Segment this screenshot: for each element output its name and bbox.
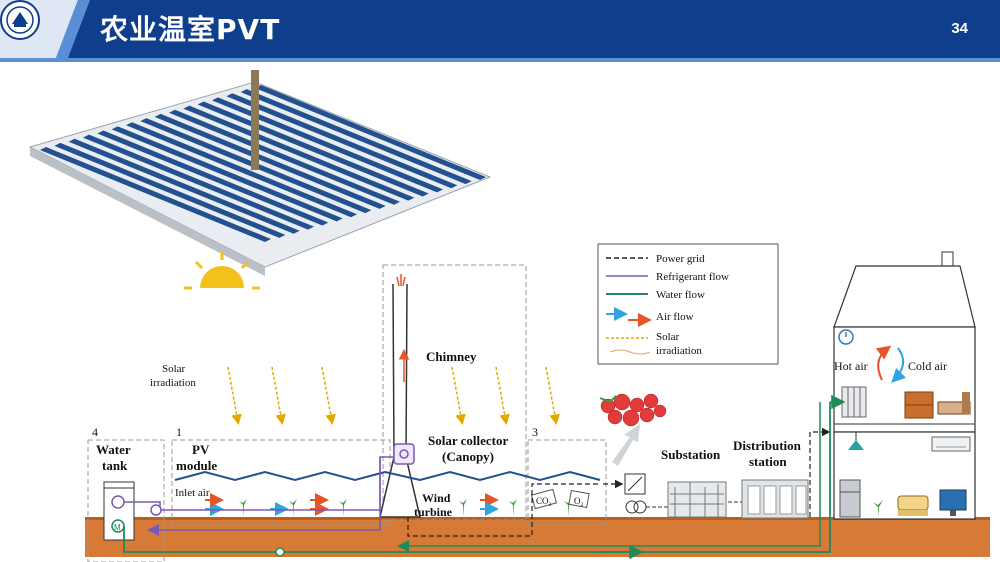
house [833, 251, 976, 520]
section-number-3: 3 [532, 425, 538, 439]
co2-badge: CO₂ [530, 488, 558, 510]
pv-module-label-2: module [176, 458, 217, 473]
transformer-icon [625, 500, 647, 514]
substation-icon [667, 481, 727, 518]
o2-badge: O₂ [568, 489, 590, 509]
lamp-icon [848, 432, 864, 450]
solar-collector-label-1: Solar collector [428, 433, 508, 448]
slide-header: 农业温室PVT 34 [0, 0, 1000, 62]
water-tank-section [87, 439, 165, 562]
pv-panel-row [54, 142, 286, 238]
substation-label: Substation [661, 447, 721, 462]
refrigerator-icon [839, 479, 861, 518]
university-logo-icon [0, 0, 40, 40]
pv-panel-row [212, 97, 443, 193]
air-conditioner-icon [931, 436, 971, 452]
pv-panel-row [97, 130, 329, 226]
distribution-station-icon [741, 479, 809, 519]
page-title: 农业温室PVT [100, 13, 281, 46]
section-number-4: 4 [92, 425, 98, 439]
tomatoes-icon [599, 393, 667, 427]
distribution-station-label-2: station [749, 454, 787, 469]
wind-turbine-label-1: Wind [422, 491, 451, 505]
pv-panel-row [68, 138, 300, 234]
bed-icon [937, 392, 971, 415]
chimney-label: Chimney [426, 349, 477, 364]
pv-panel-row [83, 134, 314, 230]
hot-air-label: Hot air [834, 359, 868, 373]
sun-icon [184, 252, 260, 290]
svg-text:O₂: O₂ [574, 496, 584, 506]
pv-panel-row [169, 109, 400, 205]
legend: Power grid Refrigerant flow Water flow A… [597, 243, 779, 365]
clock-icon [838, 329, 854, 345]
legend-solar-1: Solar [656, 331, 680, 343]
sofa-icon [897, 495, 929, 516]
chimney-section [382, 264, 527, 521]
pv-panel-row [226, 93, 458, 189]
pv-panel-row [40, 147, 271, 242]
pv-panel-row [240, 89, 472, 185]
pv-panel-row [126, 122, 357, 218]
chimney [379, 274, 421, 518]
water-tank-label-1: Water [96, 442, 131, 457]
pv-panel-row [154, 113, 386, 209]
gear-icon [393, 443, 415, 465]
solar-irradiation-label-2: irradiation [150, 377, 196, 389]
tv-icon [939, 489, 967, 516]
legend-refrigerant-flow: Refrigerant flow [656, 271, 729, 283]
water-tank-label-2: tank [102, 458, 128, 473]
heater-icon [841, 386, 867, 418]
solar-irradiation-label-1: Solar [162, 363, 186, 375]
tower-icon [251, 70, 259, 170]
legend-solar-2: irradiation [656, 345, 702, 357]
output-arrow [612, 424, 640, 466]
wind-turbine-label-2: turbine [414, 505, 453, 519]
distribution-station-label-1: Distribution [733, 438, 802, 453]
cold-air-label: Cold air [908, 359, 947, 373]
indoor-plant-icon [873, 500, 883, 517]
pv-panel-row [111, 126, 343, 222]
pv-panel-row [255, 85, 486, 180]
ground [85, 517, 990, 557]
plant-icon [239, 499, 572, 517]
canopy-line [174, 470, 601, 482]
legend-power-grid: Power grid [656, 253, 705, 265]
pv-panel-row [183, 105, 415, 201]
page-number: 34 [951, 20, 968, 37]
pvt-greenhouse-diagram: 4 1 3 Chimney Solar irradiation Water ta… [28, 70, 990, 562]
pv-module-label-1: PV [192, 442, 210, 457]
section-number-1: 1 [176, 425, 182, 439]
greenhouse-array-illustration [28, 70, 492, 276]
legend-air-flow: Air flow [656, 311, 694, 323]
water-tank-icon: M [103, 481, 135, 541]
legend-water-flow: Water flow [656, 289, 705, 301]
solar-collector-label-2: (Canopy) [442, 449, 494, 464]
inlet-air-label: Inlet air [175, 487, 210, 499]
cabinet-icon [904, 391, 934, 419]
section-3 [527, 439, 607, 526]
svg-text:CO₂: CO₂ [536, 496, 552, 506]
svg-text:M: M [114, 523, 121, 532]
